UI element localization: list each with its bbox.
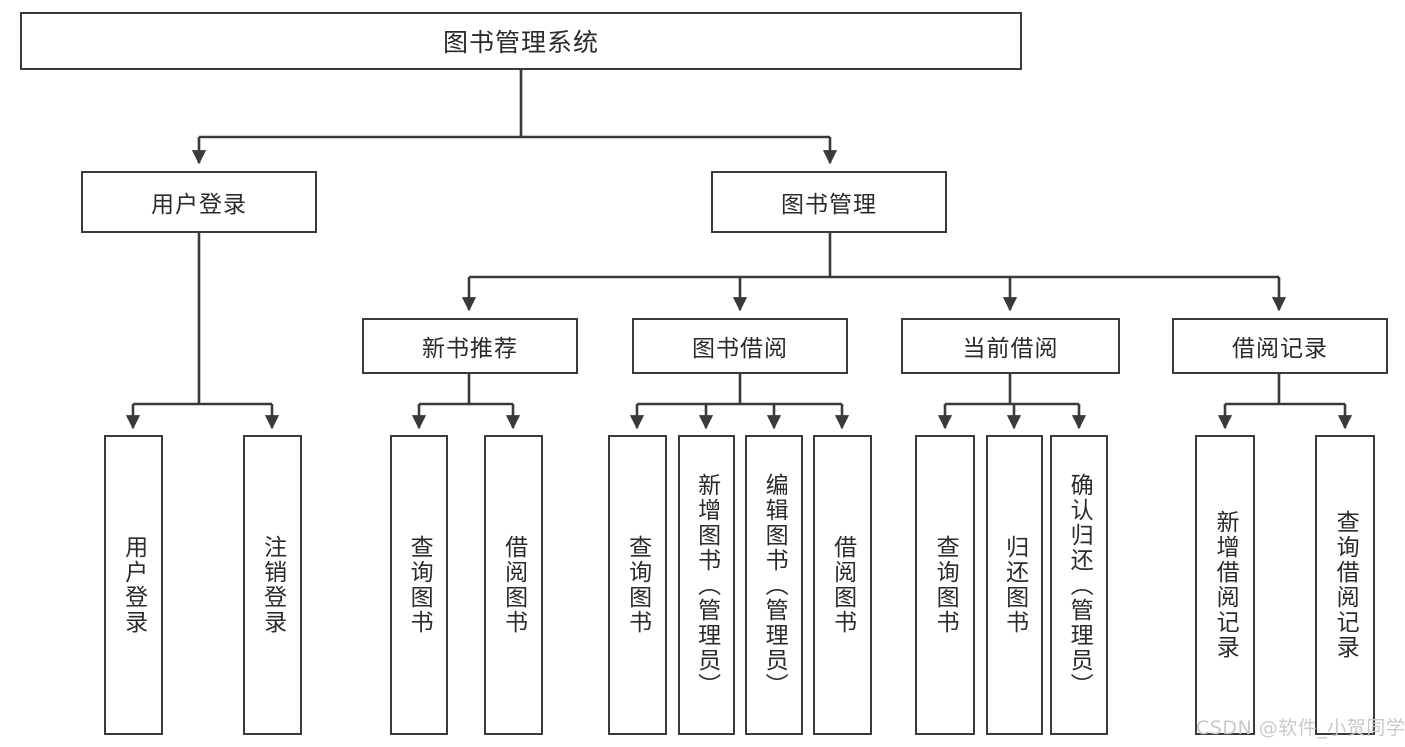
- node-book-borrow-label: 图书借阅: [692, 336, 788, 362]
- node-leaf-query-record[interactable]: 查询借阅记录: [1315, 435, 1375, 735]
- node-leaf-confirm-return[interactable]: 确认归还（管理员）: [1050, 435, 1108, 735]
- node-leaf-edit-book[interactable]: 编辑图书（管理员）: [745, 435, 803, 735]
- node-leaf-add-book[interactable]: 新增图书（管理员）: [678, 435, 735, 735]
- node-leaf-query-record-label: 查询借阅记录: [1332, 510, 1359, 660]
- node-leaf-edit-book-label: 编辑图书（管理员）: [761, 472, 788, 698]
- node-current-borrow-label: 当前借阅: [962, 336, 1059, 362]
- node-leaf-add-record[interactable]: 新增借阅记录: [1195, 435, 1255, 735]
- node-leaf-logout[interactable]: 注销登录: [243, 435, 302, 735]
- node-leaf-return-book[interactable]: 归还图书: [986, 435, 1043, 735]
- node-leaf-query-book-2[interactable]: 查询图书: [608, 435, 667, 735]
- node-leaf-borrow-book-2[interactable]: 借阅图书: [813, 435, 872, 735]
- node-leaf-borrow-book-1[interactable]: 借阅图书: [484, 435, 543, 735]
- node-leaf-borrow-book-1-label: 借阅图书: [500, 535, 527, 635]
- node-leaf-query-book-2-label: 查询图书: [624, 535, 651, 635]
- node-leaf-query-book-3-label: 查询图书: [932, 535, 959, 635]
- node-book-management-label: 图书管理: [781, 192, 877, 218]
- node-leaf-add-book-label: 新增图书（管理员）: [693, 472, 720, 698]
- node-leaf-borrow-book-2-label: 借阅图书: [829, 535, 856, 635]
- node-user-login[interactable]: 用户登录: [81, 171, 317, 233]
- node-borrow-record[interactable]: 借阅记录: [1172, 318, 1388, 374]
- node-leaf-user-login[interactable]: 用户登录: [104, 435, 163, 735]
- node-borrow-record-label: 借阅记录: [1232, 336, 1328, 362]
- node-root-label: 图书管理系统: [442, 28, 599, 57]
- node-user-login-label: 用户登录: [151, 192, 247, 218]
- node-leaf-query-book-1-label: 查询图书: [406, 535, 433, 635]
- node-leaf-user-login-label: 用户登录: [120, 535, 147, 635]
- node-new-book-recommend[interactable]: 新书推荐: [362, 318, 578, 374]
- node-leaf-confirm-return-label: 确认归还（管理员）: [1066, 472, 1093, 698]
- node-leaf-query-book-1[interactable]: 查询图书: [390, 435, 448, 735]
- node-leaf-add-record-label: 新增借阅记录: [1212, 510, 1239, 660]
- node-leaf-logout-label: 注销登录: [259, 535, 286, 635]
- node-new-book-recommend-label: 新书推荐: [422, 336, 518, 362]
- node-book-management[interactable]: 图书管理: [711, 171, 947, 233]
- node-leaf-return-book-label: 归还图书: [1001, 535, 1028, 635]
- node-current-borrow[interactable]: 当前借阅: [901, 318, 1120, 374]
- node-root[interactable]: 图书管理系统: [20, 12, 1022, 70]
- node-book-borrow[interactable]: 图书借阅: [632, 318, 848, 374]
- node-leaf-query-book-3[interactable]: 查询图书: [915, 435, 975, 735]
